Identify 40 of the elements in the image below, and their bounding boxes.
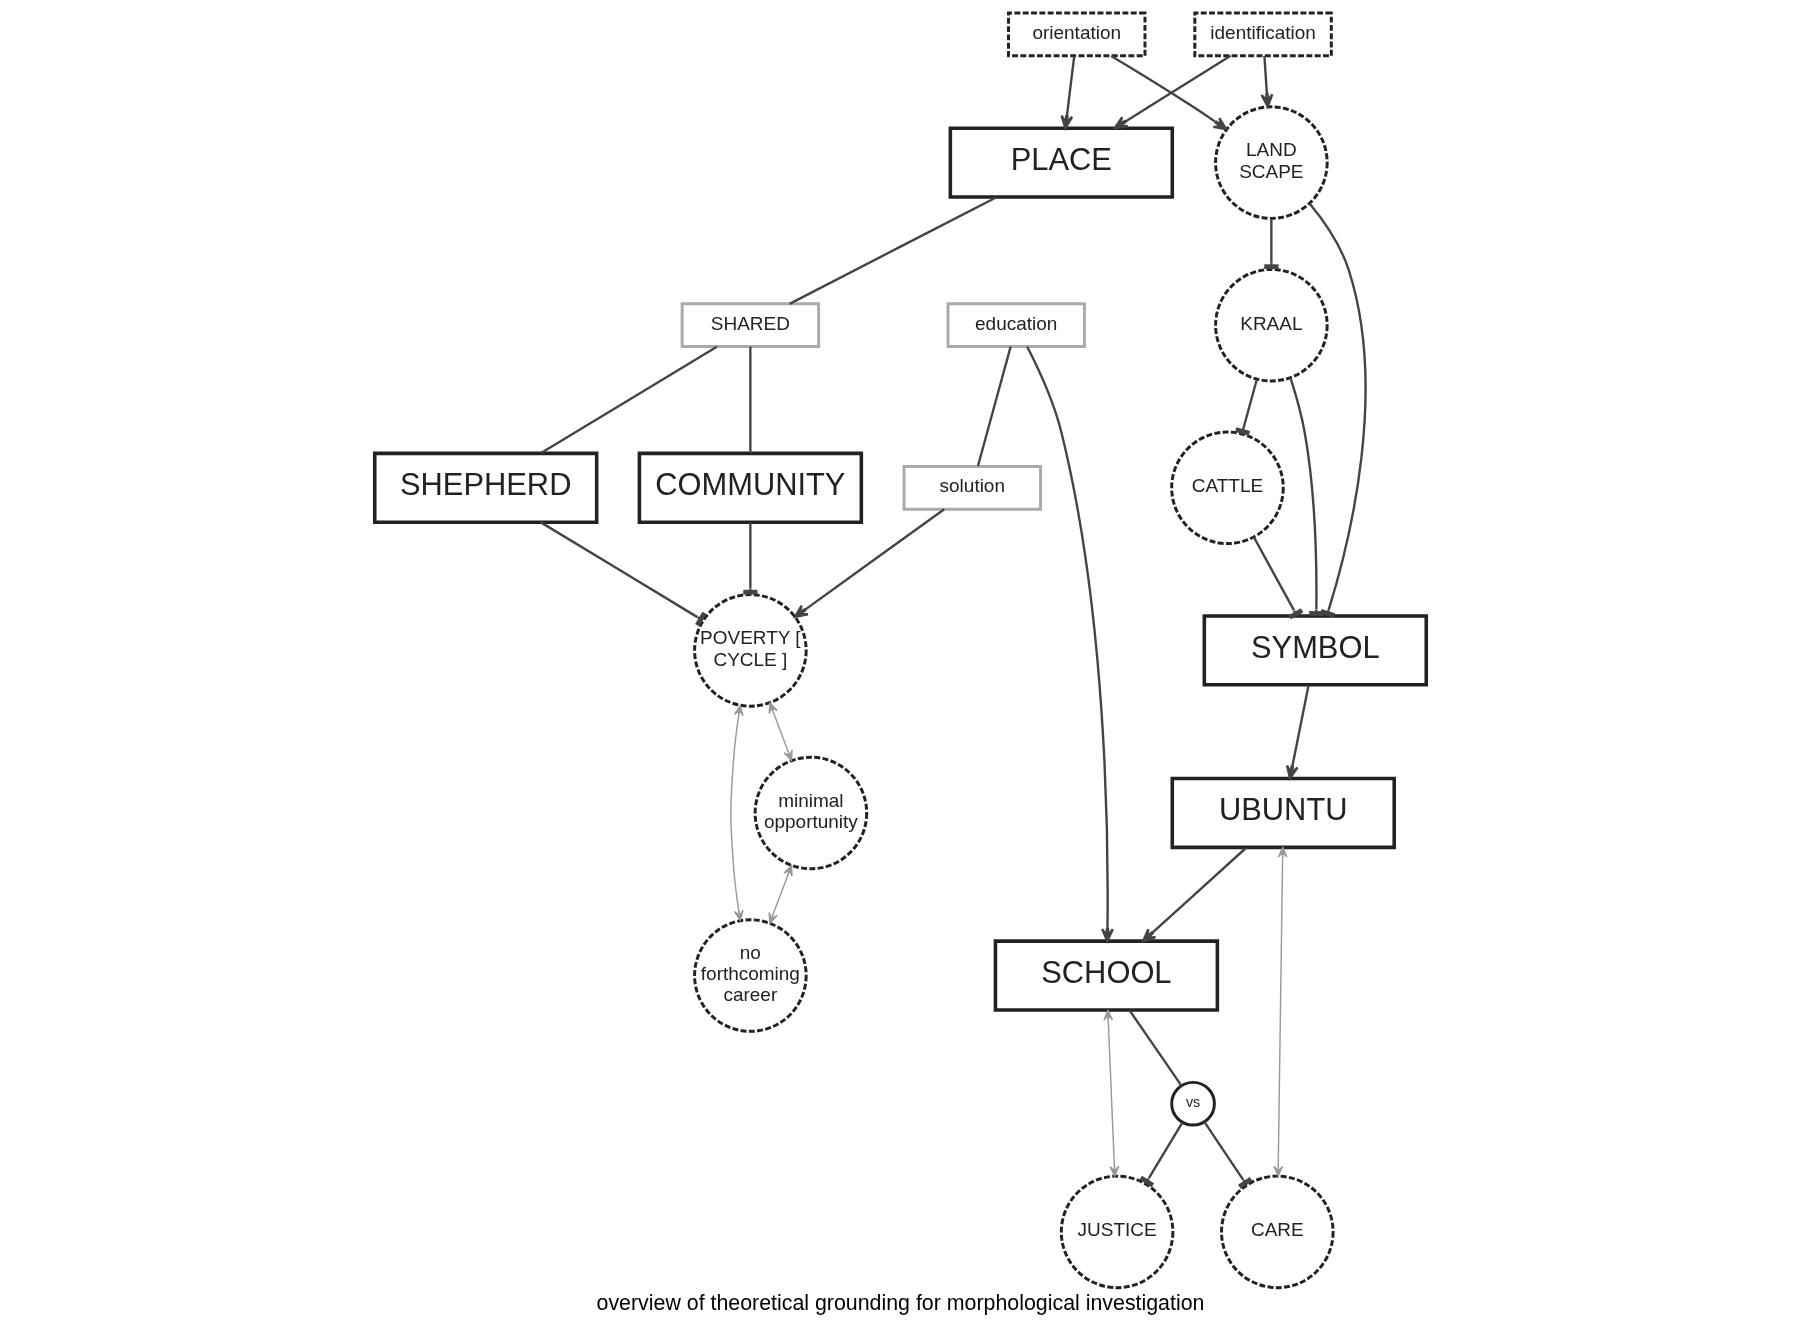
node-circle: KRAAL — [1214, 267, 1329, 383]
node-box: identification — [1193, 11, 1333, 58]
node-box: orientation — [1007, 11, 1147, 58]
node-circle: no forthcoming career — [693, 918, 808, 1033]
connector — [1235, 379, 1258, 436]
arrow — [1026, 346, 1114, 943]
connector — [749, 346, 752, 454]
arrow — [768, 865, 793, 924]
arrow — [1260, 55, 1274, 108]
connector — [1128, 1009, 1183, 1087]
connector — [1139, 1121, 1184, 1188]
connector — [540, 345, 718, 455]
node-box: education — [946, 302, 1086, 349]
arrow — [768, 702, 793, 761]
arrow — [1285, 684, 1310, 780]
arrow — [1273, 846, 1288, 1177]
arrow — [1141, 846, 1247, 943]
node-circle: CATTLE — [1170, 430, 1285, 546]
node-box: SYMBOL — [1202, 614, 1429, 687]
connector — [789, 196, 998, 305]
node-box: SCHOOL — [993, 939, 1220, 1012]
node-box: solution — [902, 464, 1043, 511]
node-circle: vs — [1170, 1080, 1216, 1127]
node-box: SHARED — [680, 302, 821, 349]
arrow — [1103, 1009, 1120, 1177]
arrow — [793, 508, 945, 619]
arrow — [730, 704, 744, 921]
caption: overview of theoretical grounding for morphological investigation — [596, 1290, 1205, 1315]
connector — [540, 521, 707, 627]
node-box: UBUNTU — [1170, 776, 1396, 850]
node-box: COMMUNITY — [637, 451, 864, 524]
node-circle: minimal opportunity — [753, 755, 869, 871]
connector — [976, 346, 1012, 467]
connector — [1203, 1121, 1253, 1189]
node-box: SHEPHERD — [372, 451, 599, 524]
connector — [1289, 377, 1324, 616]
arrow — [1060, 55, 1076, 130]
connector — [1308, 202, 1367, 618]
connector — [1252, 536, 1304, 620]
node-box: PLACE — [948, 126, 1175, 199]
